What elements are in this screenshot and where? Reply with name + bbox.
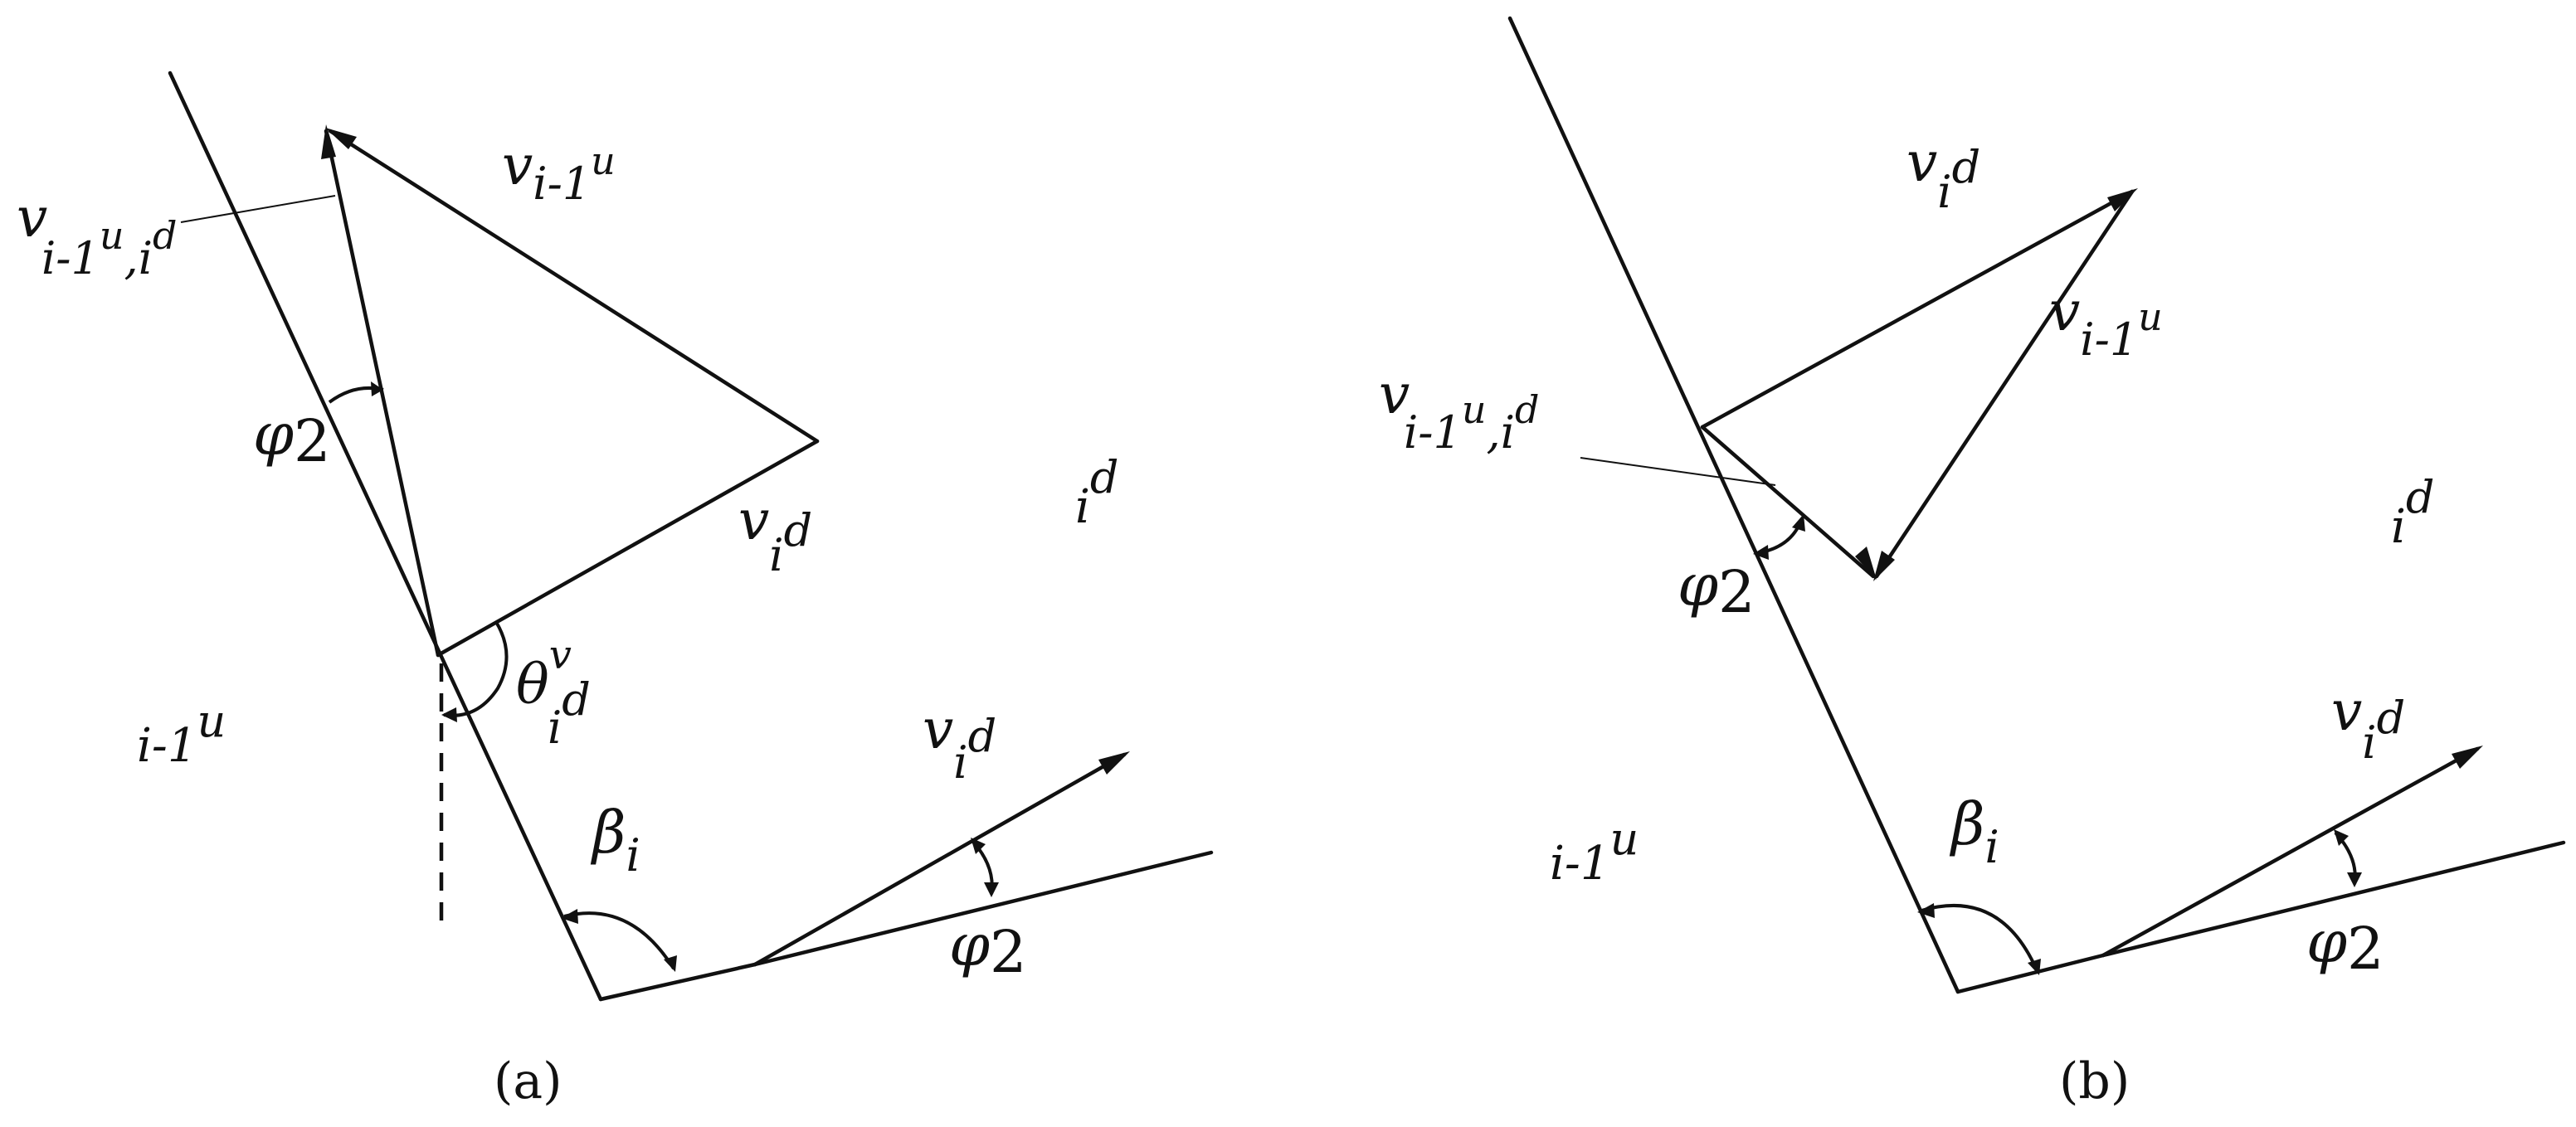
panel-b-region-id-label: id [2391,471,2435,554]
panel-b-beta-arrowhead-left [1917,903,1935,918]
panel-b-v-rel-label-subscript: i-1u,id [1404,387,1539,459]
panel-b-v-prev-right-label: vi-1u [2049,279,2163,366]
panel-a-v-rel-label: v [17,186,47,250]
panel-b-lower-segment [1955,953,2106,994]
panel-b-boundary-line [1507,16,1960,994]
panel-a-boundary-line [168,70,603,1002]
panel-a-beta-arrowhead-left [561,909,578,924]
panel-a-phi-lower-label: φ2 [949,911,1027,986]
panel-a-v-id-lower-label: vid [923,697,996,789]
panel-b-v-rel-vector [1700,425,1876,579]
panel-b-rel-leader [1580,457,1776,486]
panel-a-v-rel-label-subscript: i-1u,id [41,213,177,284]
panel-b: vid vi-1u v i-1u,id φ2 id i-1u βi vid φ2 [1379,16,2566,1110]
panel-b-v-id-lower-vector [2101,746,2480,958]
panel-b-right-ray [2101,840,2566,958]
panel-b-phi-upper-arrowhead-right [1792,514,1805,532]
panel-b-phi-upper-arrowhead-left [1753,545,1769,560]
panel-a-theta-arc [443,620,509,717]
panel-a-phi-upper-arrowhead [371,381,383,396]
panel-b-phi-lower-label: φ2 [2306,908,2384,983]
panel-b-v-id-top-label: vid [1906,130,1980,218]
panel-b-v-prev-vector [1874,189,2135,579]
panel-a-phi-lower-arrowhead-bottom [984,882,999,897]
panel-b-beta-arc [1921,903,2039,973]
panel-a-theta-subscript: id [548,673,591,754]
panel-a-region-id-label: id [1075,451,1119,534]
panel-a-theta-arrowhead [441,707,457,722]
panel-a-v-prev-top-label: vi-1u [502,134,616,210]
panel-b-phi-lower-arrowhead-bottom [2347,872,2362,887]
panel-a-theta-label: θv [516,632,572,717]
panel-b-v-id-lower-label: vid [2331,679,2405,769]
panel-a-right-ray [752,850,1214,967]
panel-b-phi-upper-label: φ2 [1678,551,1755,626]
panel-a-caption: (a) [494,1052,562,1110]
panel-a-v-id-triangle-side [436,439,820,658]
panel-b-v-prev-arrowhead [1873,551,1895,581]
panel-b-phi-lower-arrowhead-top [2334,829,2349,846]
panel-a-v-prev-arrowhead [325,128,357,149]
panel-a-beta-arrowhead-right [664,955,677,972]
panel-a-beta-arc [563,911,675,970]
panel-b-v-rel-arrowhead [1855,546,1877,580]
panel-b-beta-label: βi [1949,790,1999,873]
panel-a-v-rel-arrowhead [321,124,336,159]
panel-a-lower-segment [598,962,757,1002]
panel-a-v-rel-vector [324,129,441,658]
panel-a-v-id-lower-vector [752,752,1127,967]
panel-a-v-id-triangle-label: vid [738,488,812,581]
panel-b-v-rel-label: v [1379,362,1410,426]
panel-a: vi-1u v i-1u,id φ2 vid id i-1u θv id βi [17,70,1214,1110]
panel-a-v-prev-vector [328,129,820,444]
panel-a-rel-leader [180,195,336,223]
panel-a-v-id-lower-arrowhead [1098,751,1130,775]
panel-b-v-id-lower-arrowhead [2452,746,2483,769]
panel-b-region-prev-label: i-1u [1550,813,1639,891]
panel-a-phi-upper-label: φ2 [253,401,331,475]
panel-a-beta-label: βi [590,799,640,882]
panel-b-v-id-vector [1700,189,2135,430]
panel-a-phi-lower-arrowhead-top [971,838,986,854]
panel-b-caption: (b) [2059,1052,2130,1110]
panel-b-beta-arrowhead-right [2028,959,2041,975]
panel-a-region-prev-label: i-1u [137,695,226,773]
